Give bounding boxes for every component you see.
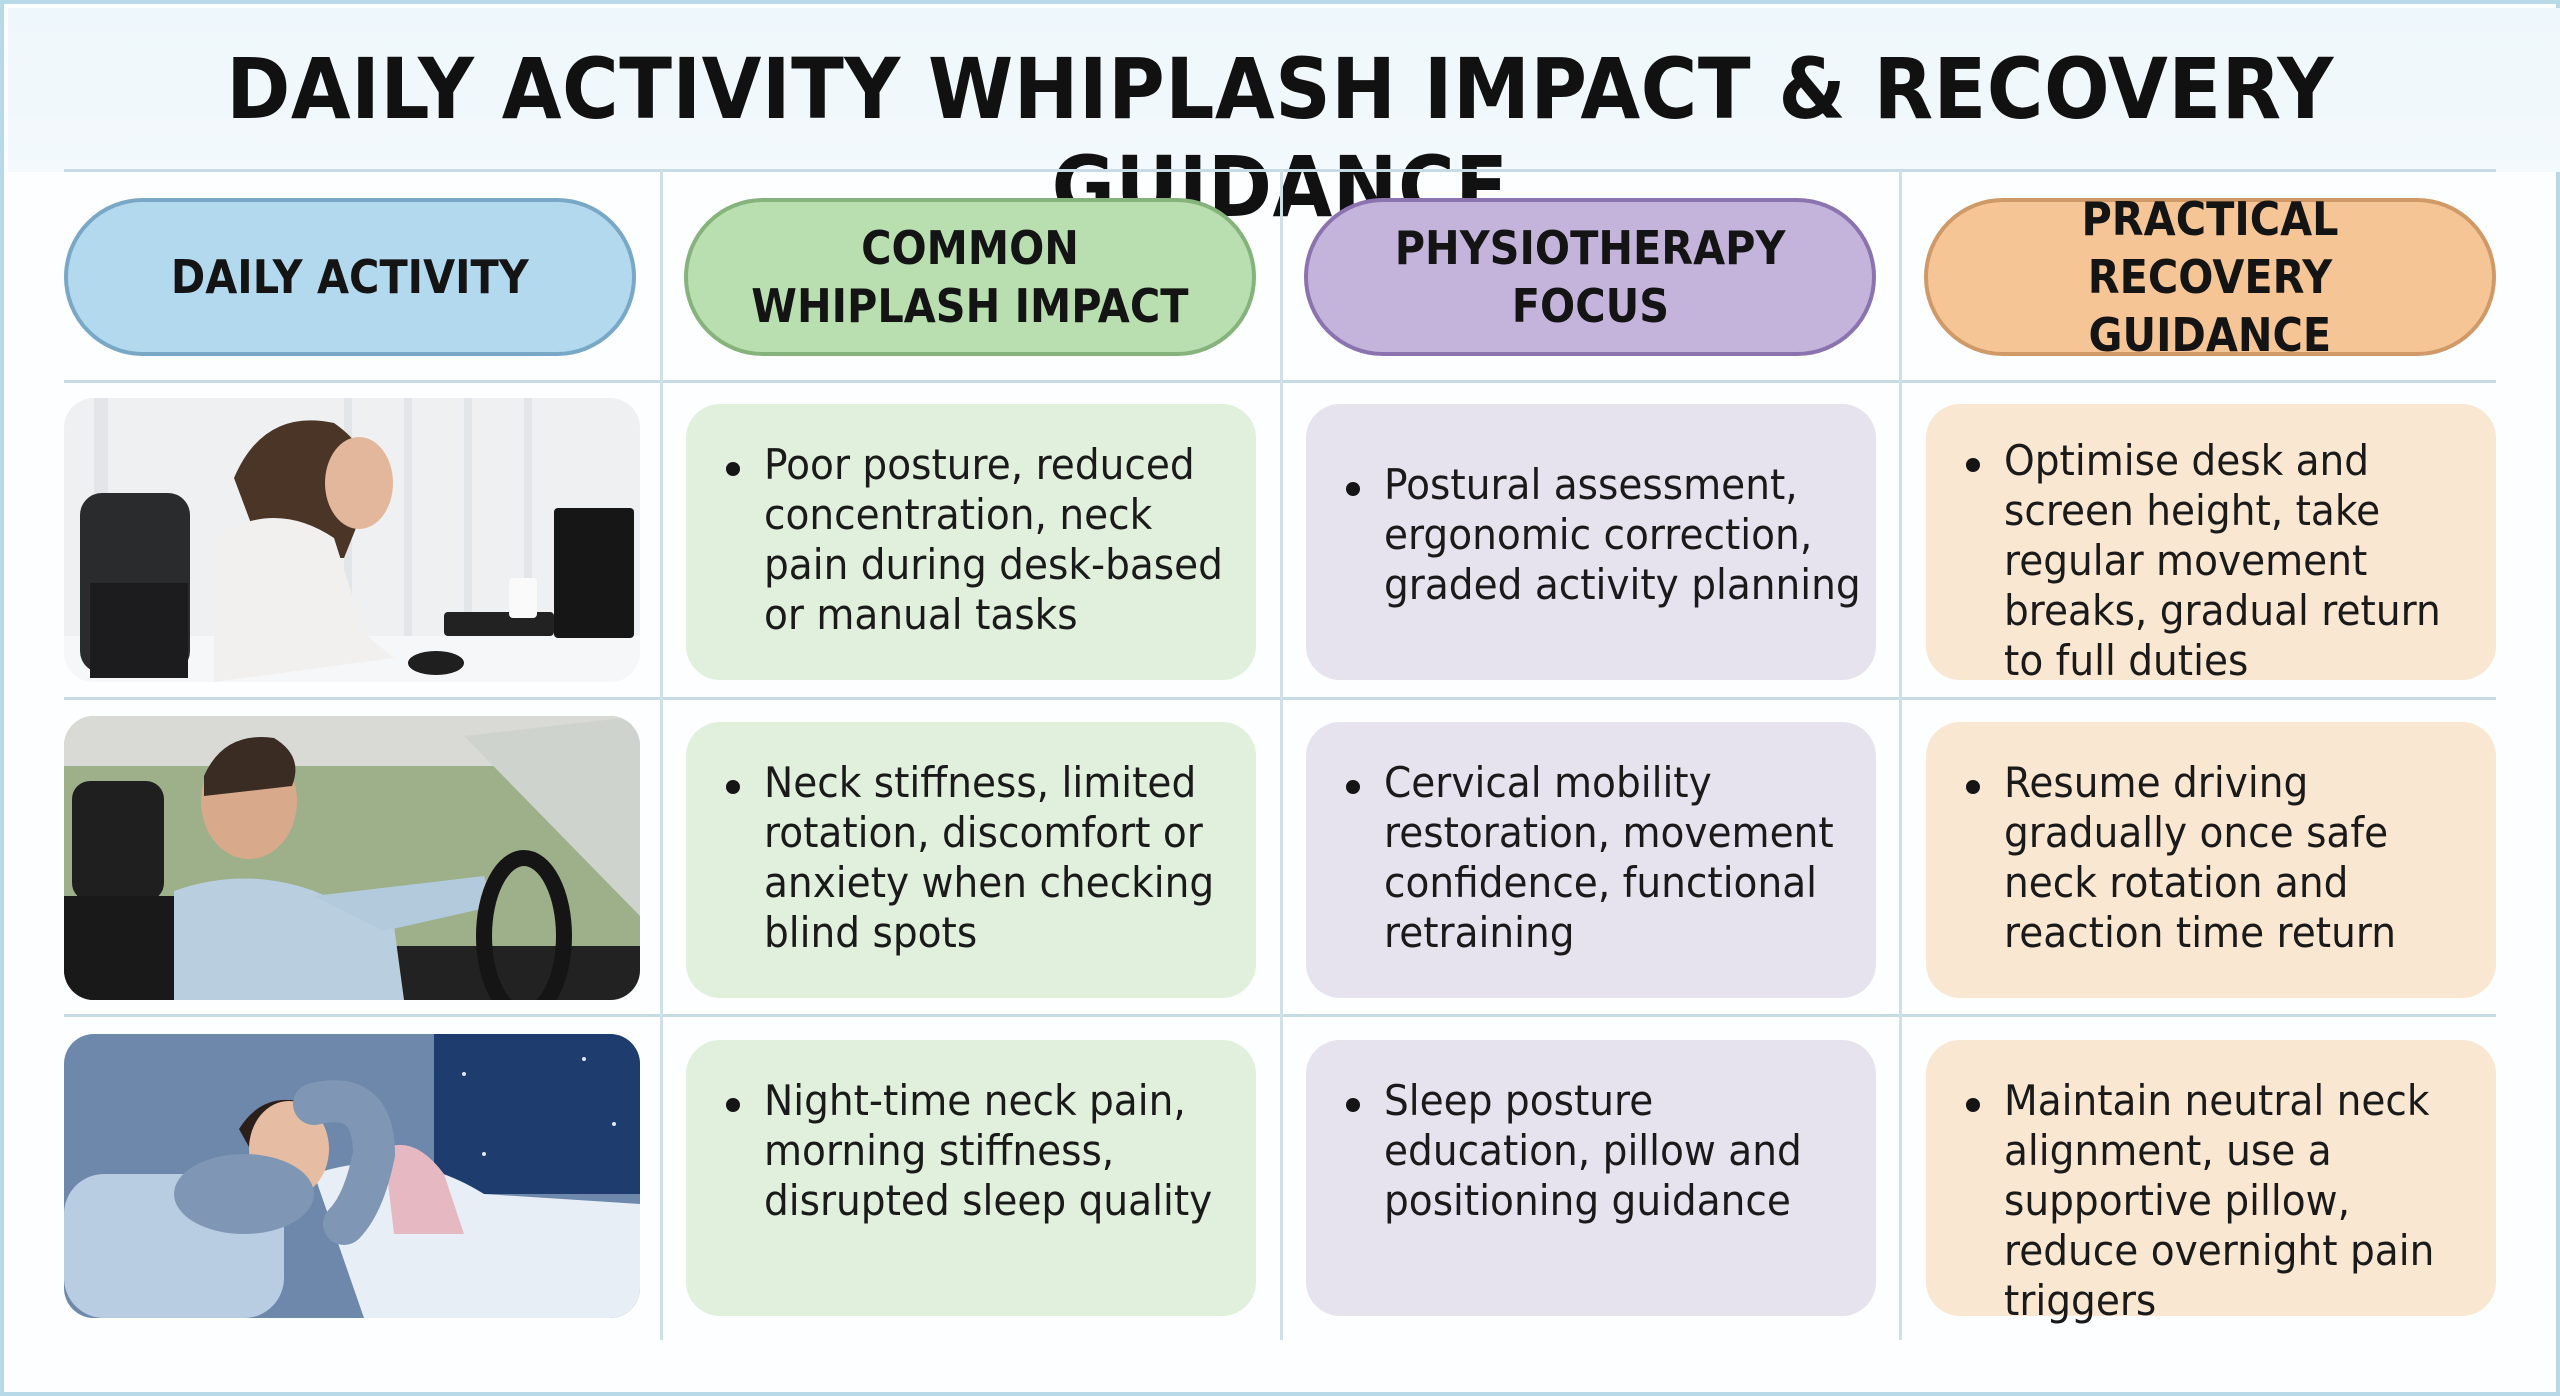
bullet-icon xyxy=(1966,780,1980,794)
header-label: WHIPLASH IMPACT xyxy=(751,279,1189,333)
bullet-icon xyxy=(1966,1098,1980,1112)
impact-card-row-3: Night-time neck pain, morning stiffness,… xyxy=(686,1040,1256,1316)
physio-card-row-3: Sleep posture education, pillow and posi… xyxy=(1306,1040,1876,1316)
header-physiotherapy-focus: PHYSIOTHERAPY FOCUS xyxy=(1304,198,1876,356)
physio-text: Sleep posture education, pillow and posi… xyxy=(1384,1076,1802,1225)
bullet-icon xyxy=(1346,482,1360,496)
header-label: COMMON xyxy=(861,221,1079,275)
man-driving-car-photo xyxy=(64,716,640,1000)
header-common-whiplash-impact: COMMON WHIPLASH IMPACT xyxy=(684,198,1256,356)
physio-card-row-2: Cervical mobility restoration, movement … xyxy=(1306,722,1876,998)
office-worker-at-desk-photo xyxy=(64,398,640,682)
bullet-icon xyxy=(726,780,740,794)
guidance-card-row-1: Optimise desk and screen height, take re… xyxy=(1926,404,2496,685)
header-label: PHYSIOTHERAPY xyxy=(1394,221,1786,275)
header-label: PRACTICAL RECOVERY xyxy=(2081,192,2339,304)
bullet-icon xyxy=(726,1098,740,1112)
impact-card-row-1: Poor posture, reduced concentration, nec… xyxy=(686,404,1256,680)
bullet-icon xyxy=(1346,780,1360,794)
header-practical-recovery-guidance: PRACTICAL RECOVERY GUIDANCE xyxy=(1924,192,2496,362)
header-label: GUIDANCE xyxy=(2088,308,2332,362)
column-divider xyxy=(660,170,663,1340)
physio-text: Cervical mobility restoration, movement … xyxy=(1384,758,1834,957)
impact-text: Neck stiffness, limited rotation, discom… xyxy=(764,758,1215,957)
guidance-text: Resume driving gradually once safe neck … xyxy=(2004,758,2396,957)
impact-text: Poor posture, reduced concentration, nec… xyxy=(764,440,1223,639)
bullet-icon xyxy=(1346,1098,1360,1112)
impact-text: Night-time neck pain, morning stiffness,… xyxy=(764,1076,1213,1225)
guidance-card-row-2: Resume driving gradually once safe neck … xyxy=(1926,722,2496,998)
header-daily-activity: DAILY ACTIVITY xyxy=(64,198,636,356)
physio-card-row-1: Postural assessment, ergonomic correctio… xyxy=(1306,404,1876,680)
bullet-icon xyxy=(1966,458,1980,472)
impact-card-row-2: Neck stiffness, limited rotation, discom… xyxy=(686,722,1256,998)
physio-text: Postural assessment, ergonomic correctio… xyxy=(1384,460,1861,609)
header-label: FOCUS xyxy=(1511,279,1669,333)
title-band xyxy=(8,8,2560,172)
header-label: DAILY ACTIVITY xyxy=(171,250,529,304)
column-divider xyxy=(1280,170,1283,1340)
guidance-text: Optimise desk and screen height, take re… xyxy=(2004,436,2441,685)
woman-sleeping-with-neck-pillow-photo xyxy=(64,1034,640,1318)
guidance-text: Maintain neutral neck alignment, use a s… xyxy=(2004,1076,2435,1325)
column-divider xyxy=(1899,170,1902,1340)
guidance-card-row-3: Maintain neutral neck alignment, use a s… xyxy=(1926,1040,2496,1325)
bullet-icon xyxy=(726,462,740,476)
